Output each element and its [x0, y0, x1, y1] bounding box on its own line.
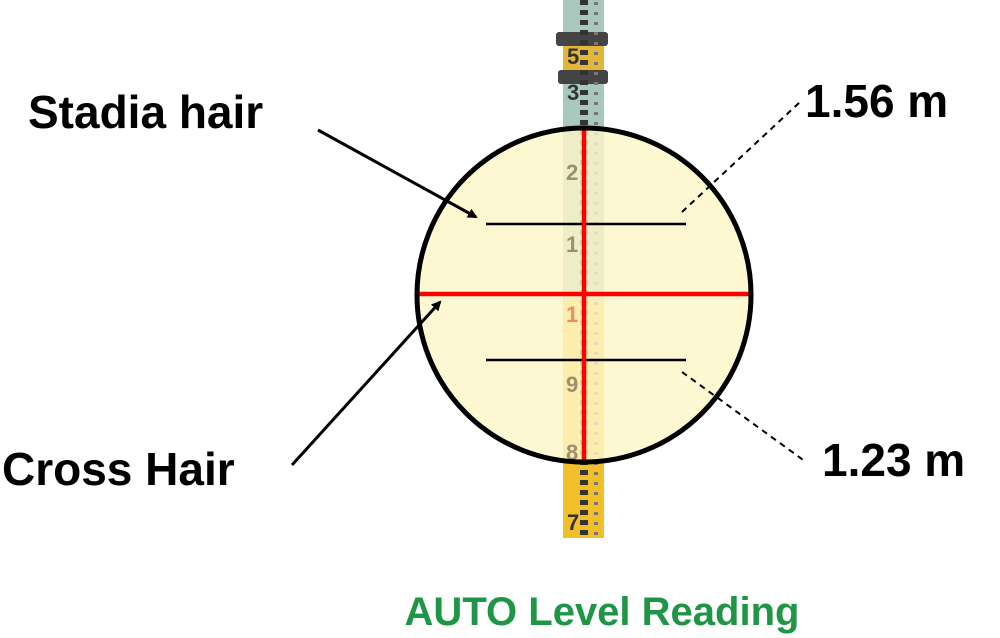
staff-tick [594, 122, 598, 125]
staff-tick [594, 482, 598, 485]
staff-tick [580, 40, 588, 45]
staff-tick [580, 520, 588, 525]
staff-tick [580, 490, 588, 495]
staff-tick [580, 100, 588, 105]
upper-reading-leader [681, 101, 801, 213]
staff-tick [594, 102, 598, 105]
staff-tick [580, 60, 588, 65]
staff-tick [594, 492, 598, 495]
staff-tick [594, 522, 598, 525]
staff-number: 7 [567, 510, 579, 535]
staff-tick [594, 42, 598, 45]
staff-tick [580, 90, 588, 95]
staff-number: 5 [567, 44, 579, 69]
telescope-view: 2 1 1 9 8 [414, 125, 754, 465]
staff-tick [580, 80, 588, 85]
cross-hair-label: Cross Hair [2, 443, 235, 495]
staff-tick [594, 2, 598, 5]
lower-reading-label: 1.23 m [822, 434, 965, 486]
staff-number: 1 [566, 302, 578, 327]
staff-tick [580, 20, 588, 25]
staff-tick [580, 70, 588, 75]
staff-tick [594, 32, 598, 35]
staff-tick [594, 82, 598, 85]
staff-tick [580, 120, 588, 125]
staff-tick [594, 62, 598, 65]
upper-reading-label: 1.56 m [805, 75, 948, 127]
staff-tick [580, 110, 588, 115]
staff-tick [580, 480, 588, 485]
staff-number: 2 [566, 160, 578, 185]
cross-hair-arrow [290, 300, 442, 467]
staff-tick [580, 500, 588, 505]
staff-tick [594, 92, 598, 95]
staff-tick [580, 530, 588, 535]
lens-outline [414, 125, 754, 465]
staff-tick [594, 52, 598, 55]
diagram-caption: AUTO Level Reading [405, 590, 800, 634]
stadia-hair-arrow [317, 128, 478, 219]
staff-tick [580, 470, 588, 475]
staff-tick [594, 502, 598, 505]
stadia-hair-label: Stadia hair [28, 86, 263, 138]
staff-tick [580, 10, 588, 15]
staff-tick [594, 12, 598, 15]
staff-tick [594, 472, 598, 475]
staff-tick [580, 50, 588, 55]
staff-tick [594, 72, 598, 75]
staff-tick [580, 30, 588, 35]
staff-tick [580, 510, 588, 515]
staff-number: 8 [566, 440, 578, 465]
staff-number: 1 [566, 232, 578, 257]
lower-reading-leader [681, 371, 807, 463]
staff-number: 9 [566, 372, 578, 397]
staff-tick [594, 512, 598, 515]
staff-tick [594, 112, 598, 115]
staff-tick [594, 532, 598, 535]
staff-tick [580, 0, 588, 5]
staff-number: 3 [567, 80, 579, 105]
staff-tick [594, 22, 598, 25]
